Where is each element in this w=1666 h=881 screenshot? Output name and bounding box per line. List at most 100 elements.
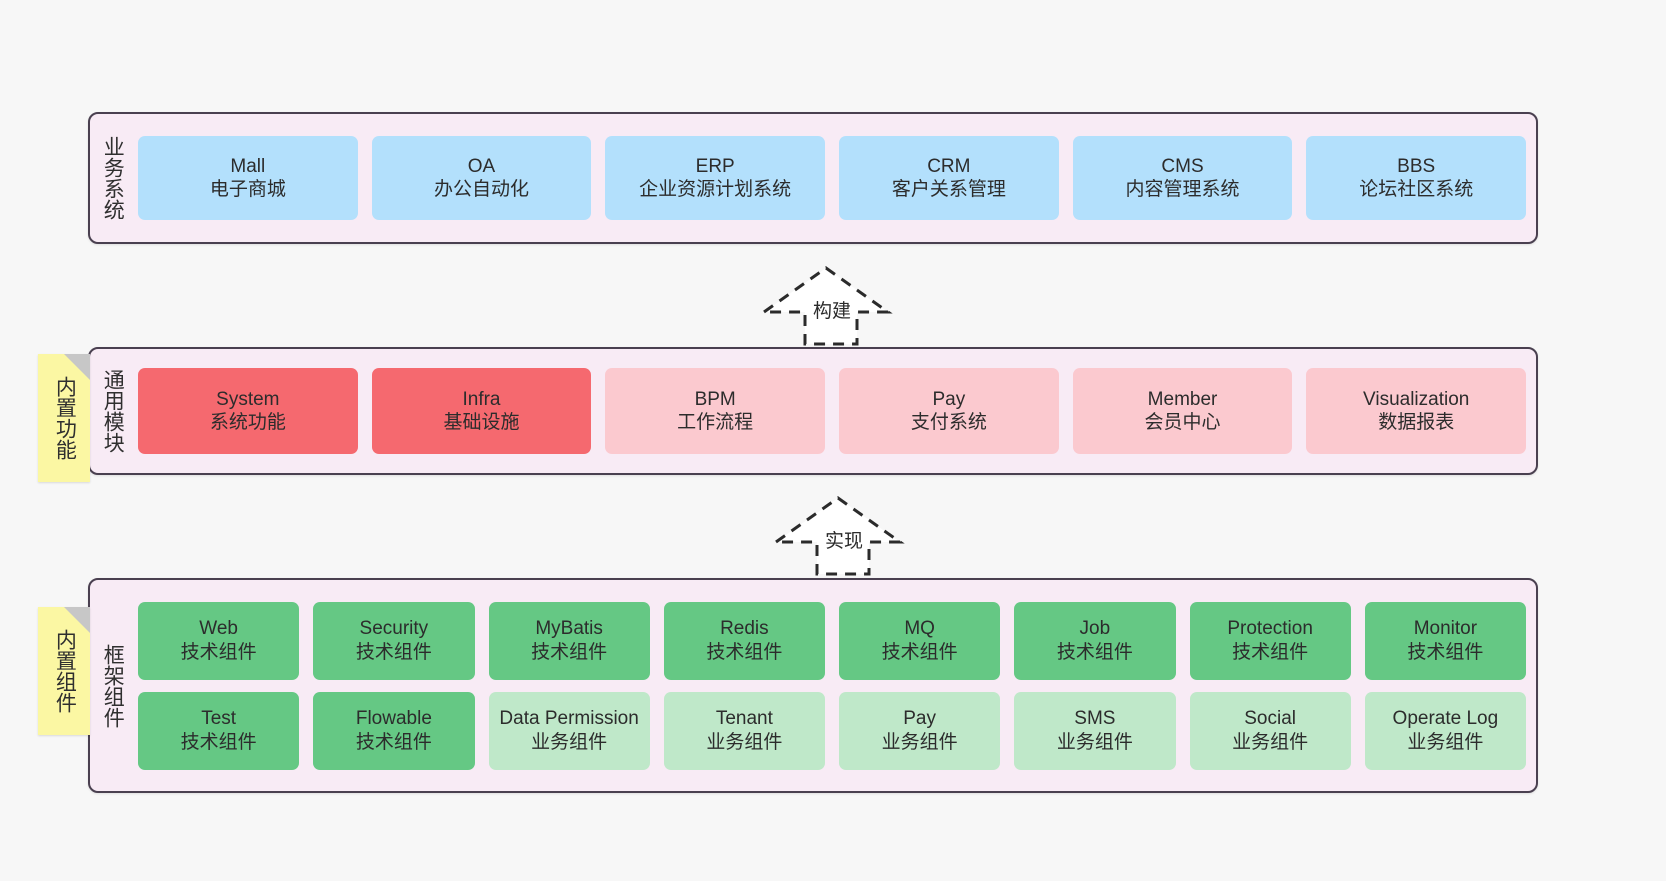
node-subtitle: 会员中心 bbox=[1144, 412, 1221, 433]
node-system[interactable]: System 系统功能 bbox=[138, 368, 358, 454]
node-security[interactable]: Security 技术组件 bbox=[313, 601, 475, 680]
node-subtitle: 支付系统 bbox=[910, 412, 987, 433]
node-title: OA bbox=[467, 155, 496, 177]
node-row: Mall 电子商城 OA 办公自动化 ERP 企业资源计划系统 CRM 客户关系… bbox=[138, 136, 1527, 220]
node-pay-module[interactable]: Pay 支付系统 bbox=[839, 368, 1059, 454]
node-subtitle: 企业资源计划系统 bbox=[639, 179, 792, 200]
node-subtitle: 技术组件 bbox=[180, 641, 257, 663]
node-title: Data Permission bbox=[499, 708, 639, 730]
sticky-fold-corner-icon bbox=[64, 607, 90, 633]
node-title: Social bbox=[1244, 708, 1296, 730]
band-title-common-modules: 通用模块 bbox=[101, 369, 125, 453]
node-title: Flowable bbox=[355, 708, 432, 730]
connector-build-label: 构建 bbox=[813, 301, 852, 322]
node-subtitle: 业务组件 bbox=[881, 731, 958, 753]
node-title: Test bbox=[201, 708, 237, 730]
node-title: Pay bbox=[932, 388, 966, 410]
node-crm[interactable]: CRM 客户关系管理 bbox=[839, 136, 1059, 220]
connector-implement-label: 实现 bbox=[825, 531, 864, 552]
connector-implement: 实现 bbox=[771, 492, 922, 578]
node-subtitle: 办公自动化 bbox=[434, 179, 530, 200]
node-mq[interactable]: MQ 技术组件 bbox=[839, 601, 1001, 680]
node-mybatis[interactable]: MyBatis 技术组件 bbox=[488, 601, 650, 680]
node-subtitle: 客户关系管理 bbox=[891, 179, 1006, 200]
band-body-business-systems: Mall 电子商城 OA 办公自动化 ERP 企业资源计划系统 CRM 客户关系… bbox=[134, 114, 1536, 242]
node-subtitle: 系统功能 bbox=[209, 412, 286, 433]
node-social[interactable]: Social 业务组件 bbox=[1189, 691, 1351, 770]
node-title: Pay bbox=[903, 708, 936, 730]
band-common-modules: 通用模块 System 系统功能 Infra 基础设施 BPM 工作流程 Pay bbox=[88, 347, 1538, 475]
node-protection[interactable]: Protection 技术组件 bbox=[1189, 601, 1351, 680]
node-tenant[interactable]: Tenant 业务组件 bbox=[663, 691, 825, 770]
node-subtitle: 业务组件 bbox=[1232, 731, 1309, 753]
node-subtitle: 业务组件 bbox=[706, 731, 783, 753]
node-subtitle: 技术组件 bbox=[1407, 641, 1484, 663]
node-row: Test 技术组件 Flowable 技术组件 Data Permission … bbox=[138, 691, 1526, 770]
connector-build: 构建 bbox=[759, 262, 910, 348]
node-bpm[interactable]: BPM 工作流程 bbox=[605, 368, 826, 454]
band-framework-components: 框架组件 Web 技术组件 Security 技术组件 MyBatis 技术组件… bbox=[88, 578, 1538, 793]
node-subtitle: 技术组件 bbox=[355, 641, 432, 663]
node-redis[interactable]: Redis 技术组件 bbox=[663, 601, 825, 680]
band-body-framework-components: Web 技术组件 Security 技术组件 MyBatis 技术组件 Redi… bbox=[134, 580, 1536, 791]
node-subtitle: 技术组件 bbox=[881, 641, 958, 663]
node-data-permission[interactable]: Data Permission 业务组件 bbox=[488, 691, 650, 770]
node-title: CMS bbox=[1161, 155, 1204, 177]
sticky-note-label: 内置功能 bbox=[53, 376, 77, 460]
node-pay-component[interactable]: Pay 业务组件 bbox=[839, 691, 1001, 770]
node-subtitle: 数据报表 bbox=[1378, 412, 1455, 433]
node-sms[interactable]: SMS 业务组件 bbox=[1014, 691, 1176, 770]
node-visualization[interactable]: Visualization 数据报表 bbox=[1306, 368, 1527, 454]
node-title: System bbox=[216, 388, 280, 410]
node-erp[interactable]: ERP 企业资源计划系统 bbox=[605, 136, 826, 220]
node-row: Web 技术组件 Security 技术组件 MyBatis 技术组件 Redi… bbox=[138, 601, 1526, 680]
node-web[interactable]: Web 技术组件 bbox=[138, 601, 300, 680]
node-member[interactable]: Member 会员中心 bbox=[1072, 368, 1293, 454]
node-title: Operate Log bbox=[1392, 708, 1499, 730]
node-subtitle: 技术组件 bbox=[355, 731, 432, 753]
node-title: Security bbox=[359, 618, 429, 640]
node-subtitle: 技术组件 bbox=[531, 641, 608, 663]
node-title: Visualization bbox=[1363, 388, 1470, 410]
node-title: Monitor bbox=[1413, 618, 1478, 640]
node-subtitle: 业务组件 bbox=[1407, 731, 1484, 753]
implement-arrow-icon bbox=[771, 496, 905, 576]
node-subtitle: 技术组件 bbox=[1056, 641, 1133, 663]
node-title: MQ bbox=[904, 618, 935, 640]
node-oa[interactable]: OA 办公自动化 bbox=[371, 136, 592, 220]
node-subtitle: 业务组件 bbox=[531, 731, 608, 753]
node-subtitle: 技术组件 bbox=[180, 731, 257, 753]
sticky-note-builtin-features: 内置功能 bbox=[38, 354, 90, 482]
node-row: System 系统功能 Infra 基础设施 BPM 工作流程 Pay 支付系统… bbox=[138, 368, 1527, 454]
node-subtitle: 技术组件 bbox=[706, 641, 783, 663]
node-subtitle: 技术组件 bbox=[1232, 641, 1309, 663]
node-monitor[interactable]: Monitor 技术组件 bbox=[1364, 601, 1526, 680]
node-title: Web bbox=[199, 618, 238, 640]
node-title: MyBatis bbox=[535, 618, 603, 640]
node-title: CRM bbox=[927, 155, 971, 177]
band-title-framework-components: 框架组件 bbox=[101, 643, 125, 728]
node-operate-log[interactable]: Operate Log 业务组件 bbox=[1364, 691, 1526, 770]
node-test[interactable]: Test 技术组件 bbox=[138, 691, 300, 770]
node-cms[interactable]: CMS 内容管理系统 bbox=[1072, 136, 1293, 220]
node-title: SMS bbox=[1074, 708, 1116, 730]
node-subtitle: 基础设施 bbox=[443, 412, 520, 433]
node-flowable[interactable]: Flowable 技术组件 bbox=[313, 691, 475, 770]
build-arrow-icon bbox=[759, 266, 893, 346]
node-subtitle: 论坛社区系统 bbox=[1359, 179, 1474, 200]
sticky-note-label: 内置组件 bbox=[53, 629, 77, 713]
node-infra[interactable]: Infra 基础设施 bbox=[371, 368, 592, 454]
node-title: Mall bbox=[230, 155, 266, 177]
node-job[interactable]: Job 技术组件 bbox=[1014, 601, 1176, 680]
node-subtitle: 内容管理系统 bbox=[1125, 179, 1240, 200]
sticky-fold-corner-icon bbox=[64, 354, 90, 380]
band-body-common-modules: System 系统功能 Infra 基础设施 BPM 工作流程 Pay 支付系统… bbox=[134, 349, 1536, 473]
band-title-business-systems: 业务系统 bbox=[101, 136, 125, 220]
node-title: ERP bbox=[695, 155, 735, 177]
node-title: BBS bbox=[1397, 155, 1436, 177]
node-subtitle: 电子商城 bbox=[209, 179, 286, 200]
node-title: Tenant bbox=[715, 708, 773, 730]
node-bbs[interactable]: BBS 论坛社区系统 bbox=[1306, 136, 1527, 220]
node-mall[interactable]: Mall 电子商城 bbox=[138, 136, 358, 220]
